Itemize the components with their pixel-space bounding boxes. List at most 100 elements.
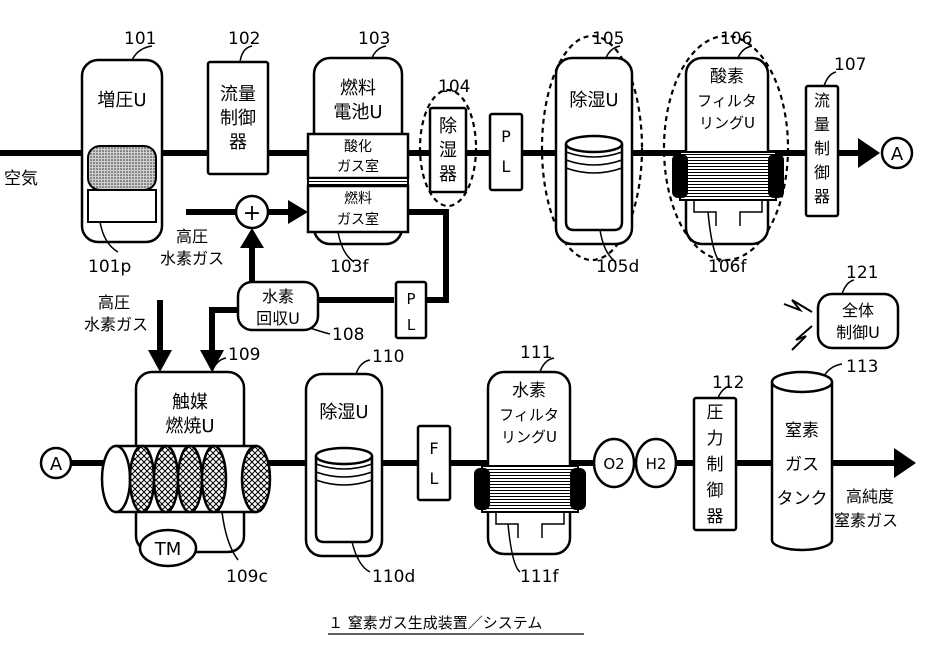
svg-text:L: L [430,469,439,488]
o2-sensor: O2 [594,439,634,487]
oxygen-filtering-sub-ref: 106f [708,257,747,277]
svg-text:酸化: 酸化 [344,139,372,155]
dehumidifier-104-ref: 104 [438,77,470,97]
hydrogen-filtering-unit: 水素 フィルタ リングU 111 111f [474,343,586,587]
flow-controller-2: 流 量 制 御 器 107 [806,55,866,216]
dehumidifier-unit-110-sub-ref: 110d [372,567,415,587]
connector-a-bottom: A [41,448,71,478]
svg-text:全体: 全体 [842,301,874,320]
oxygen-filtering-unit: 酸素 フィルタ リングU 106 106f [664,29,788,277]
svg-text:除湿U: 除湿U [569,90,618,111]
svg-text:制御: 制御 [220,108,256,129]
svg-text:制: 制 [707,455,724,475]
dehumidifier-104: 除 湿 器 104 [420,77,476,206]
svg-text:圧: 圧 [707,403,724,423]
svg-text:リングU: リングU [501,428,557,446]
svg-text:電池U: 電池U [333,102,382,123]
flow-controller-1: 流量 制御 器 102 [208,29,268,174]
booster-sub-ref: 101p [88,257,131,277]
figure-caption: １ 窒素ガス生成装置／システム [328,614,542,632]
dehumidifier-unit-105-ref: 105 [592,29,624,49]
svg-text:流: 流 [814,91,830,110]
svg-text:ガス室: ガス室 [337,158,379,175]
svg-text:器: 器 [814,187,830,206]
svg-text:水素: 水素 [512,381,546,401]
flow-controller-1-ref: 102 [228,29,260,49]
svg-text:触媒: 触媒 [172,392,208,413]
fuel-cell-sub-ref: 103f [330,257,369,277]
hydrogen-filtering-sub-ref: 111f [520,567,559,587]
svg-text:御: 御 [814,163,830,182]
svg-text:量: 量 [814,115,830,134]
booster-label: 増圧U [97,90,146,111]
svg-text:回収U: 回収U [256,309,300,328]
dehumidifier-unit-110: 除湿U 110 110d [306,347,415,587]
air-input-label: 空気 [4,169,38,189]
svg-text:O2: O2 [603,455,624,473]
svg-text:湿: 湿 [439,140,457,161]
svg-text:P: P [501,127,511,146]
svg-text:H2: H2 [646,455,667,473]
svg-text:フィルタ: フィルタ [499,406,559,424]
svg-text:器: 器 [229,132,247,153]
svg-text:高圧: 高圧 [176,227,208,246]
svg-text:燃焼U: 燃焼U [165,416,214,437]
svg-text:TM: TM [154,539,182,560]
svg-text:A: A [891,144,904,165]
svg-text:高圧: 高圧 [98,293,130,312]
svg-text:御: 御 [707,481,724,501]
hydrogen-membrane [482,466,578,512]
fuel-cell-ref: 103 [358,29,390,49]
svg-text:水素: 水素 [262,287,294,306]
oxygen-membrane-cap-right [768,154,784,198]
svg-text:L: L [502,157,511,176]
svg-text:酸素: 酸素 [710,67,744,87]
hydrogen-membrane-cap-left [474,468,490,510]
svg-text:水素ガス: 水素ガス [84,315,148,334]
hydrogen-supply-lower: 高圧 水素ガス [84,293,172,372]
booster-ref: 101 [124,29,156,49]
booster-piston [88,146,156,190]
svg-text:A: A [50,454,63,475]
dehumidifier-unit-105: 除湿U 105 105d [542,29,642,277]
signal-icon [784,300,812,312]
hydrogen-recovery-ref: 108 [332,325,364,345]
flow-limiter: F L [418,426,450,500]
output-label-line1: 高純度 [846,487,894,506]
flow-controller-2-ref: 107 [834,55,866,75]
svg-text:フィルタ: フィルタ [697,92,757,110]
svg-text:制: 制 [814,139,830,158]
catalytic-combustion-unit: 触媒 燃焼U TM 109 109c [102,345,270,587]
pressure-controller: 圧 力 制 御 器 112 [694,373,744,530]
svg-text:流量: 流量 [220,84,256,105]
svg-text:制御U: 制御U [836,323,880,342]
svg-text:ガス: ガス [785,455,819,475]
svg-text:除湿U: 除湿U [319,402,368,423]
pressure-limiter-1: P L [490,114,522,190]
svg-text:窒素: 窒素 [785,421,819,441]
dehumidifier-unit-105-sub-ref: 105d [596,257,639,277]
svg-text:ガス室: ガス室 [337,211,379,228]
pressure-limiter-2: P L [396,282,426,338]
overall-control-unit: 全体 制御U 121 [784,263,898,350]
nitrogen-gas-tank-ref: 113 [846,357,878,377]
overall-control-ref: 121 [846,263,878,283]
signal-icon [792,326,812,350]
svg-text:リングU: リングU [699,114,755,132]
fuel-cell-unit: 燃料 電池U 酸化 ガス室 燃料 ガス室 103 103f [308,29,408,277]
hydrogen-filtering-ref: 111 [520,343,552,363]
catalytic-ref: 109 [228,345,260,365]
pressure-controller-ref: 112 [712,373,744,393]
oxygen-membrane-cap-left [672,154,688,198]
svg-text:力: 力 [707,429,724,449]
svg-text:+: + [243,201,261,226]
h2-sensor: H2 [636,439,676,487]
hydrogen-recovery-unit: 水素 回収U 108 [238,282,364,345]
output-label-line2: 窒素ガス [834,511,898,530]
hydrogen-membrane-cap-right [570,468,586,510]
svg-text:タンク: タンク [777,489,828,509]
dehumidifier-unit-110-ref: 110 [372,347,404,367]
svg-text:器: 器 [439,164,457,185]
svg-text:除: 除 [439,116,457,137]
